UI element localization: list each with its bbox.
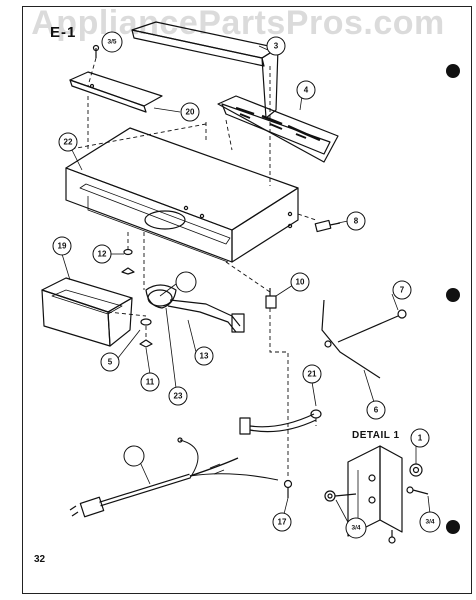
callout-1: [410, 428, 430, 448]
callout-label-1: 1: [418, 434, 423, 443]
callout-16: [52, 236, 72, 256]
callout-4: [296, 80, 316, 100]
page-frame: [22, 6, 472, 594]
callout-10: [290, 272, 310, 292]
callout-3: [266, 36, 286, 56]
part-hood-housing: [65, 127, 299, 263]
callout-label-8: 8: [354, 217, 359, 226]
callout-label-19: 21: [308, 370, 317, 379]
watermark: AppliancePartsPros.com: [31, 4, 445, 42]
part-nut-5: [140, 318, 152, 326]
callout-label-16: 19: [58, 242, 67, 251]
callout-7: [392, 280, 412, 300]
page-number: 32: [34, 554, 46, 565]
part-detail-bracket: [324, 445, 429, 544]
callout-12: [92, 244, 112, 264]
callout-label-7: 7: [400, 286, 405, 295]
callout-23: [123, 445, 145, 467]
part-grille: [217, 95, 339, 163]
callout-label-12: 12: [98, 250, 107, 259]
callout-20: [58, 132, 78, 152]
callout-6: [366, 400, 386, 420]
figure-label: E-1: [50, 24, 77, 41]
callout-label-fraction-top: 3/5: [107, 39, 116, 46]
part-screw-top: [92, 44, 100, 58]
part-nut-12: [121, 248, 135, 275]
callout-label-6: 6: [374, 406, 379, 415]
callout-label-10: 10: [296, 278, 305, 287]
callout-label-13: 13: [200, 352, 209, 361]
part-screw-15: [283, 479, 293, 498]
callout-label-fraction-left: 3/4: [351, 525, 360, 532]
callout-22: [175, 271, 197, 293]
assembly-lines: [65, 57, 317, 478]
callout-label-15: 17: [278, 518, 287, 527]
callout-21: [168, 386, 188, 406]
part-switch: [265, 288, 277, 309]
part-connector: [314, 219, 341, 233]
callout-5: [100, 352, 120, 372]
part-power-cord: [69, 437, 279, 518]
binder-hole-1: [446, 64, 460, 78]
callout-8: [346, 211, 366, 231]
binder-hole-2: [446, 288, 460, 302]
part-rod: [321, 299, 381, 379]
callout-label-4: 4: [304, 86, 309, 95]
callout-label-5: 5: [108, 358, 113, 367]
callout-19: [302, 364, 322, 384]
part-light-box: [41, 277, 133, 347]
callout-label-17: 20: [186, 108, 195, 117]
callout-17: [180, 102, 200, 122]
callout-label-20: 22: [64, 138, 73, 147]
part-clip-11: [139, 339, 153, 348]
part-wire-harness: [239, 409, 322, 435]
callout-label-11: 11: [146, 378, 155, 387]
binder-hole-3: [446, 520, 460, 534]
callout-11: [140, 372, 160, 392]
part-bolt-7: [337, 309, 407, 343]
callout-15: [272, 512, 292, 532]
callout-fraction-top: [101, 31, 123, 53]
callout-fraction-left: [345, 517, 367, 539]
part-cover-plate: [69, 71, 163, 113]
callout-label-fraction-right: 3/4: [425, 519, 434, 526]
callout-fraction-right: [419, 511, 441, 533]
callout-label-21: 23: [174, 392, 183, 401]
callout-13: [194, 346, 214, 366]
detail-title: DETAIL 1: [352, 430, 400, 441]
callout-circles: [52, 31, 441, 539]
part-fan-motor: [145, 284, 245, 333]
callout-label-3: 3: [274, 42, 279, 51]
